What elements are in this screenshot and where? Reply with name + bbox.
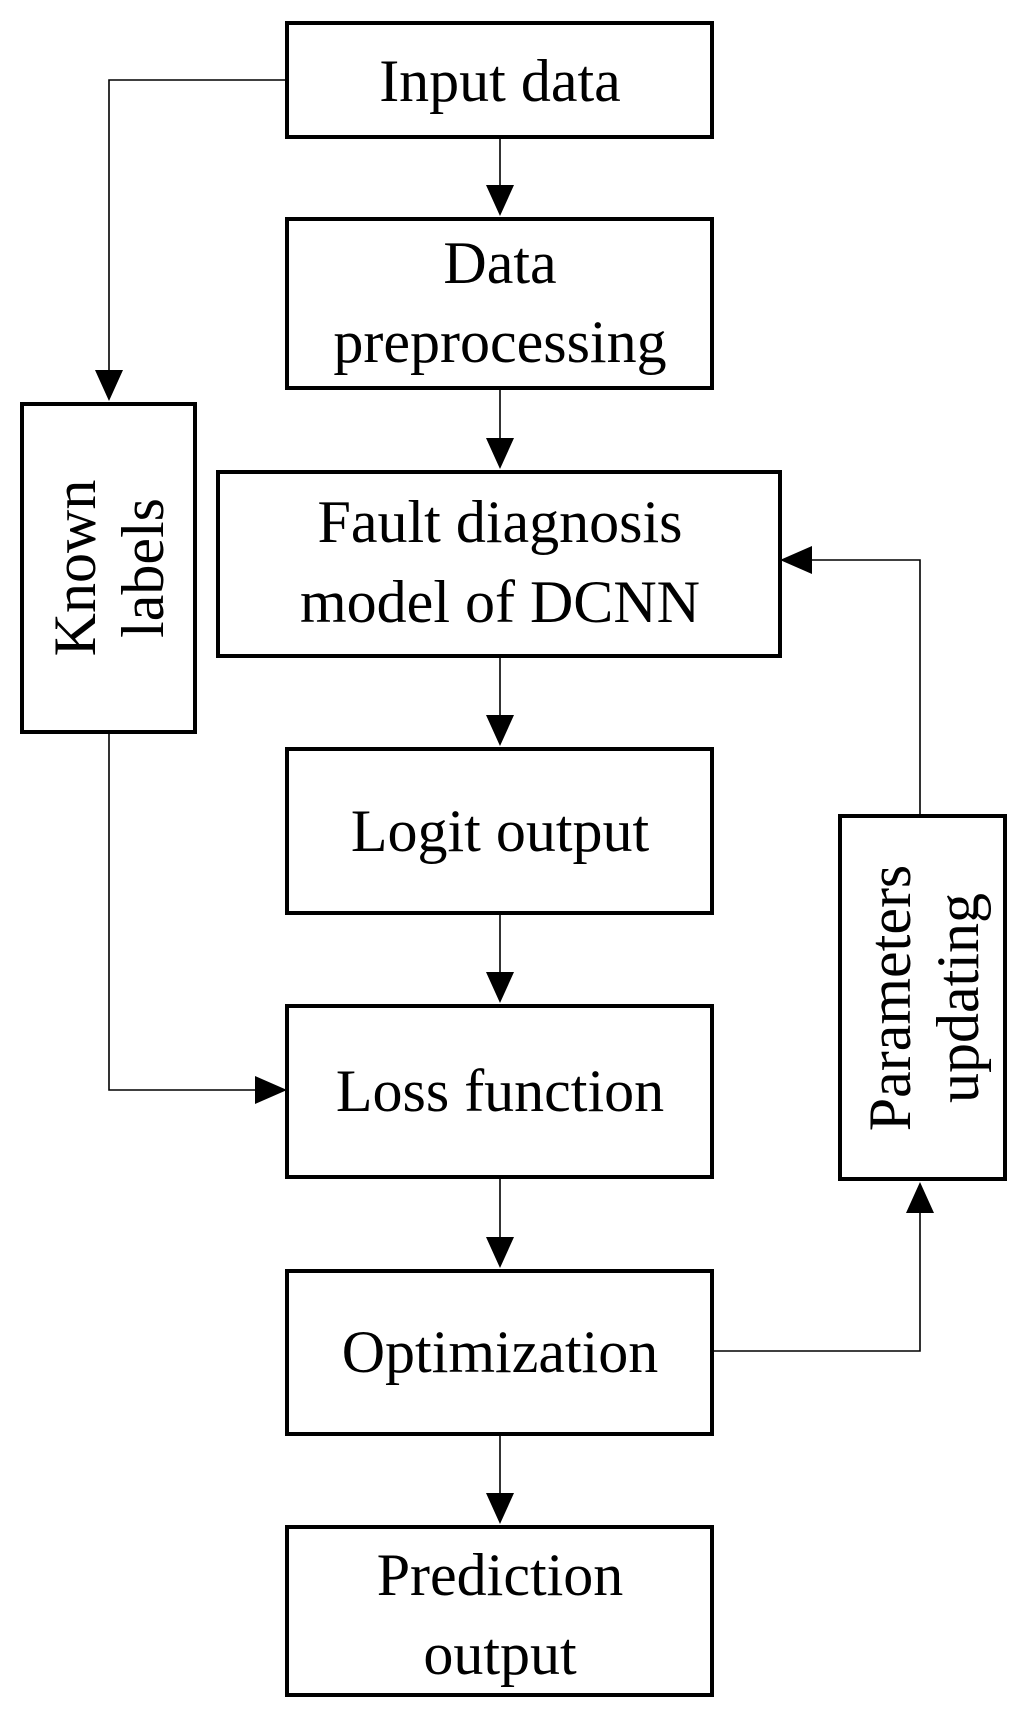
- data-preprocessing-label-line1: Data: [443, 230, 556, 296]
- loss-function-label: Loss function: [336, 1058, 664, 1124]
- arrowhead-loss: [486, 972, 514, 1003]
- arrowhead-preprocessing: [486, 185, 514, 216]
- known-labels-label-line1: Known: [42, 480, 108, 657]
- input-data-box: Input data: [285, 21, 714, 139]
- prediction-output-label-line1: Prediction: [377, 1542, 624, 1608]
- fault-diagnosis-model-label-line2: model of DCNN: [300, 569, 700, 635]
- arrowhead-prediction: [486, 1493, 514, 1524]
- arrowhead-logit: [486, 715, 514, 746]
- parameters-updating-box: Parameters updating: [838, 814, 1007, 1181]
- optimization-label: Optimization: [342, 1319, 659, 1385]
- input-data-label: Input data: [379, 48, 621, 114]
- known-labels-box: Known labels: [20, 402, 197, 734]
- data-preprocessing-box: Data preprocessing: [285, 217, 714, 390]
- prediction-output-box: Prediction output: [285, 1525, 714, 1697]
- parameters-updating-label-line2: updating: [925, 893, 991, 1103]
- edges: [95, 79, 934, 1524]
- edge-parameters-to-model: [812, 559, 921, 816]
- optimization-box: Optimization: [285, 1269, 714, 1436]
- logit-output-box: Logit output: [285, 747, 714, 915]
- known-labels-label-line2: labels: [110, 498, 176, 638]
- logit-output-label: Logit output: [351, 798, 650, 864]
- arrowhead-optimization: [486, 1237, 514, 1268]
- edge-input-to-known-labels: [108, 79, 287, 370]
- edge-known-labels-to-loss: [108, 732, 255, 1091]
- arrowhead-model: [486, 438, 514, 469]
- fault-diagnosis-model-box: Fault diagnosis model of DCNN: [216, 470, 782, 658]
- arrowhead-loss-from-labels: [255, 1076, 287, 1104]
- parameters-updating-label-line1: Parameters: [857, 865, 923, 1132]
- data-preprocessing-label-line2: preprocessing: [333, 309, 666, 375]
- arrowhead-parameters: [906, 1182, 934, 1213]
- prediction-output-label-line2: output: [423, 1621, 577, 1687]
- arrowhead-model-from-parameters: [780, 546, 812, 574]
- loss-function-box: Loss function: [285, 1004, 714, 1179]
- arrowhead-known-labels: [95, 370, 123, 401]
- fault-diagnosis-model-label-line1: Fault diagnosis: [317, 489, 682, 555]
- edge-optimization-to-parameters: [712, 1213, 921, 1352]
